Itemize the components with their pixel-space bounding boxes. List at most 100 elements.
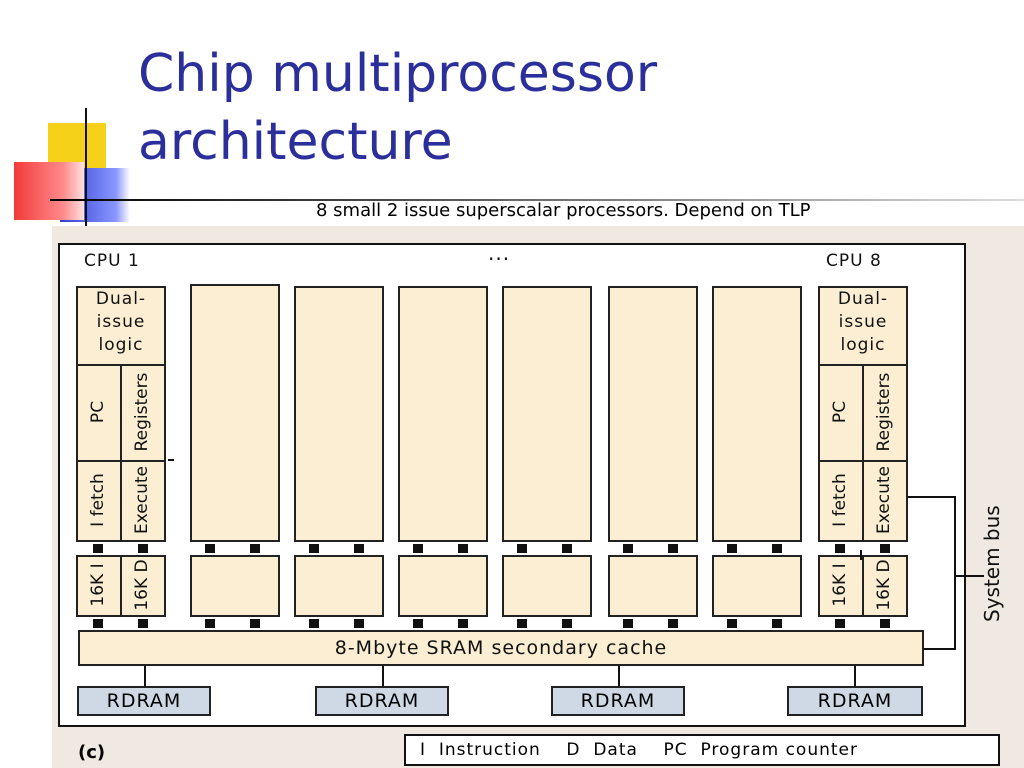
- page-title: Chip multiprocessor architecture: [138, 40, 657, 176]
- cpu-8-ifetch: I fetch: [818, 460, 864, 542]
- port: [354, 544, 364, 553]
- port: [517, 619, 527, 628]
- port: [623, 544, 633, 553]
- cpu-7-core: [712, 286, 802, 542]
- port: [562, 544, 572, 553]
- cpu-5-cache: [502, 555, 592, 617]
- port: [880, 544, 890, 553]
- title-line-2: architecture: [138, 112, 453, 172]
- port: [668, 544, 678, 553]
- port: [205, 619, 215, 628]
- port: [354, 619, 364, 628]
- port: [413, 544, 423, 553]
- system-bus-wire: [924, 648, 956, 650]
- port: [880, 619, 890, 628]
- icache-label: 16K I: [88, 563, 108, 607]
- rdram-3: RDRAM: [551, 686, 685, 716]
- cpu-6-cache: [608, 555, 698, 617]
- title-rule: [50, 199, 1024, 201]
- port: [93, 544, 103, 553]
- legend: I Instruction D Data PC Program counter: [404, 734, 1000, 766]
- port: [727, 544, 737, 553]
- cpu-8-execute: Execute: [862, 460, 908, 542]
- port: [772, 544, 782, 553]
- cpu-1-pc: PC: [76, 364, 122, 462]
- system-bus-label: System bus: [980, 505, 1004, 622]
- icache-label: 16K I: [830, 563, 850, 607]
- system-bus-wire: [954, 496, 956, 650]
- decor-red-square: [14, 162, 84, 220]
- port: [205, 544, 215, 553]
- system-bus-wire: [954, 575, 984, 577]
- rdram-connector: [618, 666, 620, 688]
- cpu-8-pc: PC: [818, 364, 864, 462]
- port: [458, 619, 468, 628]
- cpu-1-ifetch: I fetch: [76, 460, 122, 542]
- ifetch-label: I fetch: [88, 473, 108, 527]
- ifetch-label: I fetch: [830, 473, 850, 527]
- cpu-6-core: [608, 286, 698, 542]
- cpu-4-core: [398, 286, 488, 542]
- rdram-connector: [382, 666, 384, 688]
- port: [250, 544, 260, 553]
- cpu-4-cache: [398, 555, 488, 617]
- port: [517, 544, 527, 553]
- cpu-1-dcache: 16K D: [120, 555, 166, 617]
- cpu-1-label: CPU 1: [84, 251, 140, 271]
- port: [413, 619, 423, 628]
- cpu-1-execute: Execute: [120, 460, 166, 542]
- rdram-connector: [854, 666, 856, 688]
- secondary-cache-label: 8-Mbyte SRAM secondary cache: [334, 637, 668, 659]
- port: [835, 619, 845, 628]
- port: [93, 619, 103, 628]
- tick-mark: [860, 550, 862, 560]
- cpu-1-registers: Registers: [120, 364, 166, 462]
- pc-label: PC: [830, 400, 850, 424]
- port: [250, 619, 260, 628]
- rdram-connector: [144, 666, 146, 688]
- cpu-2-core: [190, 284, 280, 542]
- execute-label: Execute: [132, 466, 152, 534]
- pc-label: PC: [88, 400, 108, 424]
- cpu-8-label: CPU 8: [826, 251, 882, 271]
- cpu-7-cache: [712, 555, 802, 617]
- port: [772, 619, 782, 628]
- port: [309, 544, 319, 553]
- system-bus-wire: [908, 496, 956, 498]
- secondary-cache: 8-Mbyte SRAM secondary cache: [78, 630, 924, 666]
- decor-vertical-line: [85, 108, 87, 226]
- port: [562, 619, 572, 628]
- port: [668, 619, 678, 628]
- port: [727, 619, 737, 628]
- cpu-3-core: [294, 286, 384, 542]
- cpu-3-cache: [294, 555, 384, 617]
- execute-label: Execute: [874, 466, 894, 534]
- port: [623, 619, 633, 628]
- cpu-2-cache: [190, 555, 280, 617]
- port: [138, 619, 148, 628]
- figure-label: (c): [78, 742, 106, 763]
- tick-mark: [168, 459, 174, 461]
- cpu-8-registers: Registers: [862, 364, 908, 462]
- rdram-2: RDRAM: [315, 686, 449, 716]
- title-line-1: Chip multiprocessor: [138, 44, 658, 104]
- dcache-label: 16K D: [874, 559, 894, 611]
- rdram-4: RDRAM: [787, 686, 923, 716]
- port: [138, 544, 148, 553]
- subtitle: 8 small 2 issue superscalar processors. …: [316, 200, 811, 221]
- cpu-1-icache: 16K I: [76, 555, 122, 617]
- port: [835, 544, 845, 553]
- dcache-label: 16K D: [132, 559, 152, 611]
- registers-label: Registers: [132, 372, 152, 452]
- port: [458, 544, 468, 553]
- rdram-1: RDRAM: [77, 686, 211, 716]
- cpu-8-icache: 16K I: [818, 555, 864, 617]
- registers-label: Registers: [874, 372, 894, 452]
- cpu-8-dcache: 16K D: [862, 555, 908, 617]
- ellipsis-label: ···: [488, 247, 511, 271]
